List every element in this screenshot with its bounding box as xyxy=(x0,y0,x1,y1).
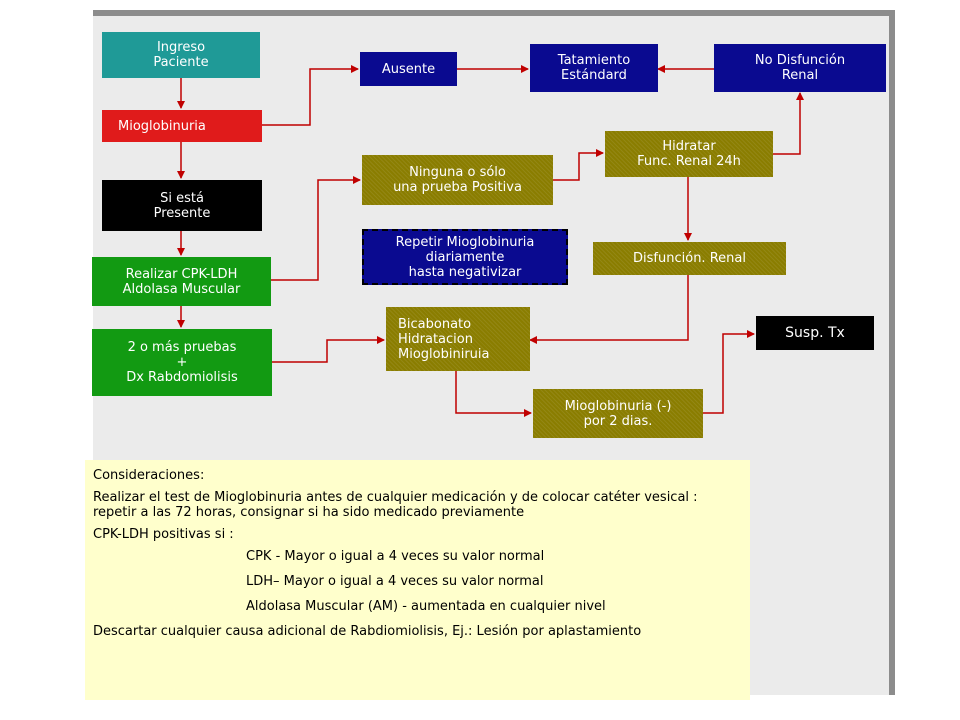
node-repetir-mioglobinuria: Repetir Mioglobinuria diariamente hasta … xyxy=(362,229,568,285)
notes-paragraph-2: CPK-LDH positivas si : xyxy=(93,527,234,542)
node-mioglobinuria: Mioglobinuria xyxy=(102,110,262,142)
notes-paragraph-1: Realizar el test de Mioglobinuria antes … xyxy=(93,490,698,520)
node-ingreso-paciente: Ingreso Paciente xyxy=(102,32,260,78)
node-susp-tx: Susp. Tx xyxy=(756,316,874,350)
notes-paragraph-3: Descartar cualquier causa adicional de R… xyxy=(93,624,642,639)
panel-edge-left xyxy=(85,10,93,470)
node-hidratar-func-renal: Hidratar Func. Renal 24h xyxy=(605,131,773,177)
panel-border-top xyxy=(93,10,895,16)
considerations-box: Consideraciones: Realizar el test de Mio… xyxy=(85,460,750,700)
arrow-ninguna-to-hidratar xyxy=(553,149,604,181)
arrow-mioglobinuria-to-ausente xyxy=(262,65,359,126)
arrow-mioglo-neg-to-susp xyxy=(703,330,755,414)
node-mioglobinuria-negativa: Mioglobinuria (-) por 2 dias. xyxy=(533,389,703,438)
node-no-disfuncion-renal: No Disfunción Renal xyxy=(714,44,886,92)
notes-item-cpk: CPK - Mayor o igual a 4 veces su valor n… xyxy=(246,549,545,564)
node-si-esta-presente: Si está Presente xyxy=(102,180,262,231)
panel-border-right xyxy=(889,10,895,695)
notes-heading: Consideraciones: xyxy=(93,468,205,483)
node-ninguna-prueba-positiva: Ninguna o sólo una prueba Positiva xyxy=(362,155,553,205)
notes-item-ldh: LDH– Mayor o igual a 4 veces su valor no… xyxy=(246,574,544,589)
arrow-realizar-to-ninguna xyxy=(271,176,361,281)
node-realizar-cpk-ldh: Realizar CPK-LDH Aldolasa Muscular xyxy=(92,257,271,306)
notes-item-aldolasa: Aldolasa Muscular (AM) - aumentada en cu… xyxy=(246,599,606,614)
node-bicabonato-hidratacion: Bicabonato Hidratacion Mioglobiniruia xyxy=(386,307,530,371)
arrow-bicabonato-to-mioglo-neg xyxy=(455,371,532,417)
arrow-dos-mas-to-bicabonato xyxy=(272,336,385,363)
node-dx-rabdomiolisis: 2 o más pruebas + Dx Rabdomiolisis xyxy=(92,329,272,396)
arrow-hidratar-to-no-disfuncion xyxy=(773,92,804,155)
node-tratamiento-estandard: Tatamiento Estándard xyxy=(530,44,658,92)
arrow-disfuncion-to-bicabonato xyxy=(529,275,689,344)
node-ausente: Ausente xyxy=(360,52,457,86)
node-disfuncion-renal: Disfunción. Renal xyxy=(593,242,786,275)
